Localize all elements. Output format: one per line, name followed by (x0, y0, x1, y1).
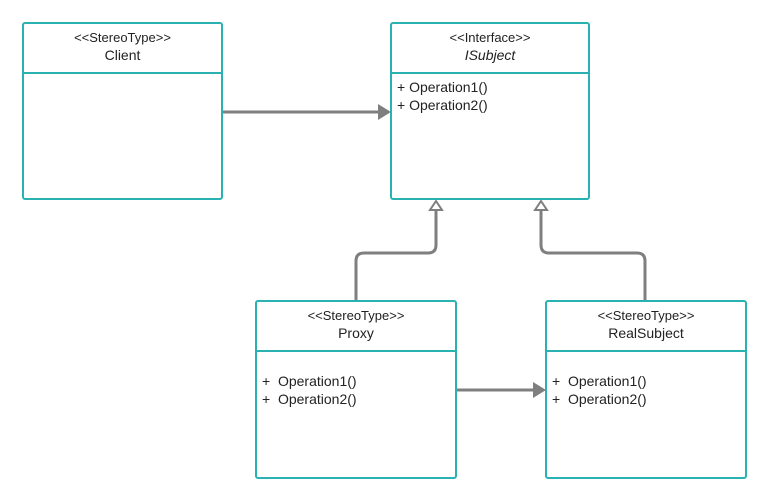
isubject-name: ISubject (464, 47, 516, 63)
isubject-header: <<Interface>> ISubject (392, 24, 588, 74)
realsubject-class[interactable]: <<StereoType>> RealSubject + Operation1(… (545, 300, 747, 479)
proxy-class[interactable]: <<StereoType>> Proxy + Operation1() + Op… (255, 300, 457, 479)
realsubject-to-isubject-arrowhead (533, 199, 549, 211)
isubject-operation-2: + Operation2() (397, 97, 488, 113)
proxy-stereotype: <<StereoType>> (307, 308, 405, 323)
realsubject-operation-2: + Operation2() (552, 391, 647, 407)
client-to-isubject-arrowhead (378, 104, 391, 120)
proxy-to-isubject-line (354, 210, 438, 300)
realsubject-stereotype: <<StereoType>> (597, 308, 695, 323)
isubject-operations: + Operation1() + Operation2() (392, 74, 588, 118)
isubject-stereotype: <<Interface>> (449, 30, 531, 45)
client-stereotype: <<StereoType>> (74, 30, 171, 45)
proxy-operation-1: + Operation1() (262, 373, 357, 389)
client-name: Client (104, 47, 141, 63)
proxy-operations: + Operation1() + Operation2() (257, 352, 455, 412)
realsubject-to-isubject-line (539, 210, 647, 300)
proxy-name: Proxy (338, 325, 374, 341)
realsubject-name: RealSubject (608, 325, 684, 341)
realsubject-operations: + Operation1() + Operation2() (547, 352, 745, 412)
isubject-operation-1: + Operation1() (397, 79, 488, 95)
client-operations (24, 74, 221, 82)
realsubject-header: <<StereoType>> RealSubject (547, 302, 745, 352)
proxy-to-realsubject-arrowhead (533, 382, 546, 398)
realsubject-operation-1: + Operation1() (552, 373, 647, 389)
isubject-interface[interactable]: <<Interface>> ISubject + Operation1() + … (390, 22, 590, 200)
proxy-header: <<StereoType>> Proxy (257, 302, 455, 352)
client-class[interactable]: <<StereoType>> Client (22, 22, 223, 200)
proxy-operation-2: + Operation2() (262, 391, 357, 407)
client-header: <<StereoType>> Client (24, 24, 221, 74)
proxy-to-isubject-arrowhead (428, 199, 444, 211)
